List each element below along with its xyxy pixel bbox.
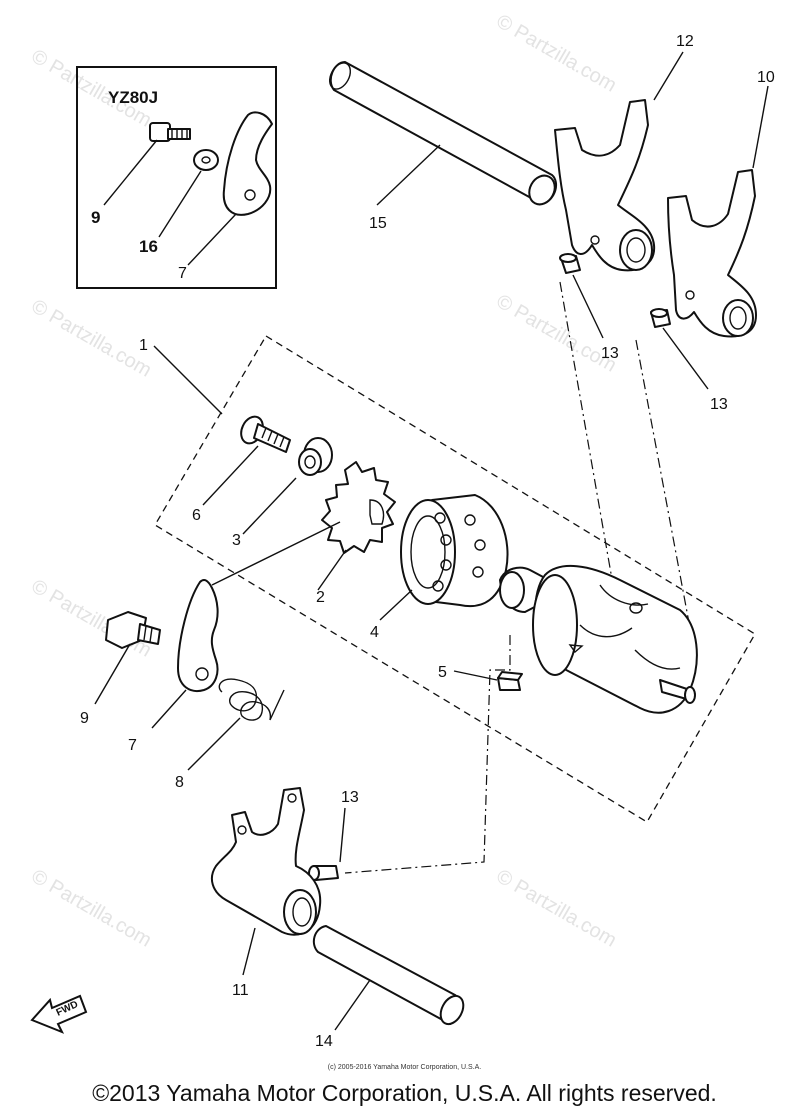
bolt-9 [105, 611, 161, 649]
callout-5: 5 [438, 664, 447, 681]
cam-follower-13a [559, 253, 581, 274]
screw-6 [240, 415, 291, 453]
callout-13b: 13 [710, 396, 728, 413]
callout-15: 15 [369, 215, 387, 232]
align-line-12 [559, 281, 614, 586]
callout-13c: 13 [341, 789, 359, 806]
pin-5 [497, 671, 523, 691]
leader-4 [379, 589, 413, 621]
align-line-10 [635, 339, 691, 629]
inset-stopper-lever [222, 111, 273, 216]
leader-13a [572, 274, 604, 339]
leader-5 [453, 670, 498, 681]
inset-washer [193, 149, 219, 171]
leader-14 [334, 979, 371, 1031]
collar-3 [298, 437, 333, 476]
callout-4: 4 [370, 624, 379, 641]
leader-12 [653, 51, 684, 101]
callout-10: 10 [757, 69, 775, 86]
leader-2 [317, 549, 347, 591]
leader-9 [94, 643, 131, 705]
leader-inset-9 [103, 139, 158, 206]
watermark: © Partzilla.com [28, 865, 156, 951]
inset-yz80j: YZ80J 9 16 7 [76, 66, 277, 289]
inset-callout-7: 7 [178, 265, 187, 282]
callout-2: 2 [316, 589, 325, 606]
callout-11: 11 [232, 982, 249, 999]
watermark-layer: © Partzilla.com © Partzilla.com © Partzi… [28, 10, 621, 951]
watermark: © Partzilla.com [493, 865, 621, 951]
leader-13b [662, 327, 709, 390]
cam-follower-13b [650, 308, 671, 328]
callout-6: 6 [192, 507, 201, 524]
shift-fork-11 [210, 787, 322, 936]
spring-8 [218, 678, 285, 721]
inset-callout-9: 9 [91, 208, 100, 227]
inset-frame [76, 66, 277, 289]
inset-callout-16: 16 [139, 237, 158, 256]
leader-11 [242, 927, 256, 976]
align-line-11 [344, 635, 511, 874]
copyright-footer: ©2013 Yamaha Motor Corporation, U.S.A. A… [92, 1080, 717, 1106]
callout-8: 8 [175, 774, 184, 791]
callout-14: 14 [315, 1033, 333, 1050]
segment-2 [321, 461, 396, 554]
leader-6 [202, 445, 259, 506]
leader-3 [242, 477, 297, 535]
callout-9: 9 [80, 710, 89, 727]
watermark: © Partzilla.com [28, 295, 156, 381]
fwd-arrow-icon: FWD [30, 994, 88, 1034]
leader-7-to-2 [211, 521, 341, 586]
callout-12: 12 [676, 33, 694, 50]
guide-bar-14 [312, 925, 465, 1026]
leader-10 [752, 85, 769, 169]
leader-7 [151, 689, 187, 729]
leader-inset-7 [187, 213, 237, 266]
leader-15 [376, 144, 441, 206]
stopper-lever-7 [177, 579, 219, 692]
bearing-4 [400, 494, 509, 608]
shift-fork-12 [554, 99, 656, 272]
copyright-small: (c) 2005-2016 Yamaha Motor Corporation, … [327, 1064, 482, 1071]
callout-3: 3 [232, 532, 241, 549]
leader-inset-16 [158, 170, 202, 238]
cam-follower-13c [308, 865, 339, 881]
leader-13c [339, 807, 346, 863]
shift-cam-drum [499, 564, 698, 714]
callout-7: 7 [128, 737, 137, 754]
inset-bolt [149, 122, 191, 142]
inset-model-label: YZ80J [108, 88, 158, 107]
leader-8 [187, 717, 241, 771]
watermark: © Partzilla.com [493, 10, 621, 96]
leader-1 [153, 345, 223, 415]
callout-13a: 13 [601, 345, 619, 362]
callout-1: 1 [139, 337, 148, 354]
shift-fork-10 [667, 169, 757, 338]
guide-bar-15 [328, 61, 558, 206]
